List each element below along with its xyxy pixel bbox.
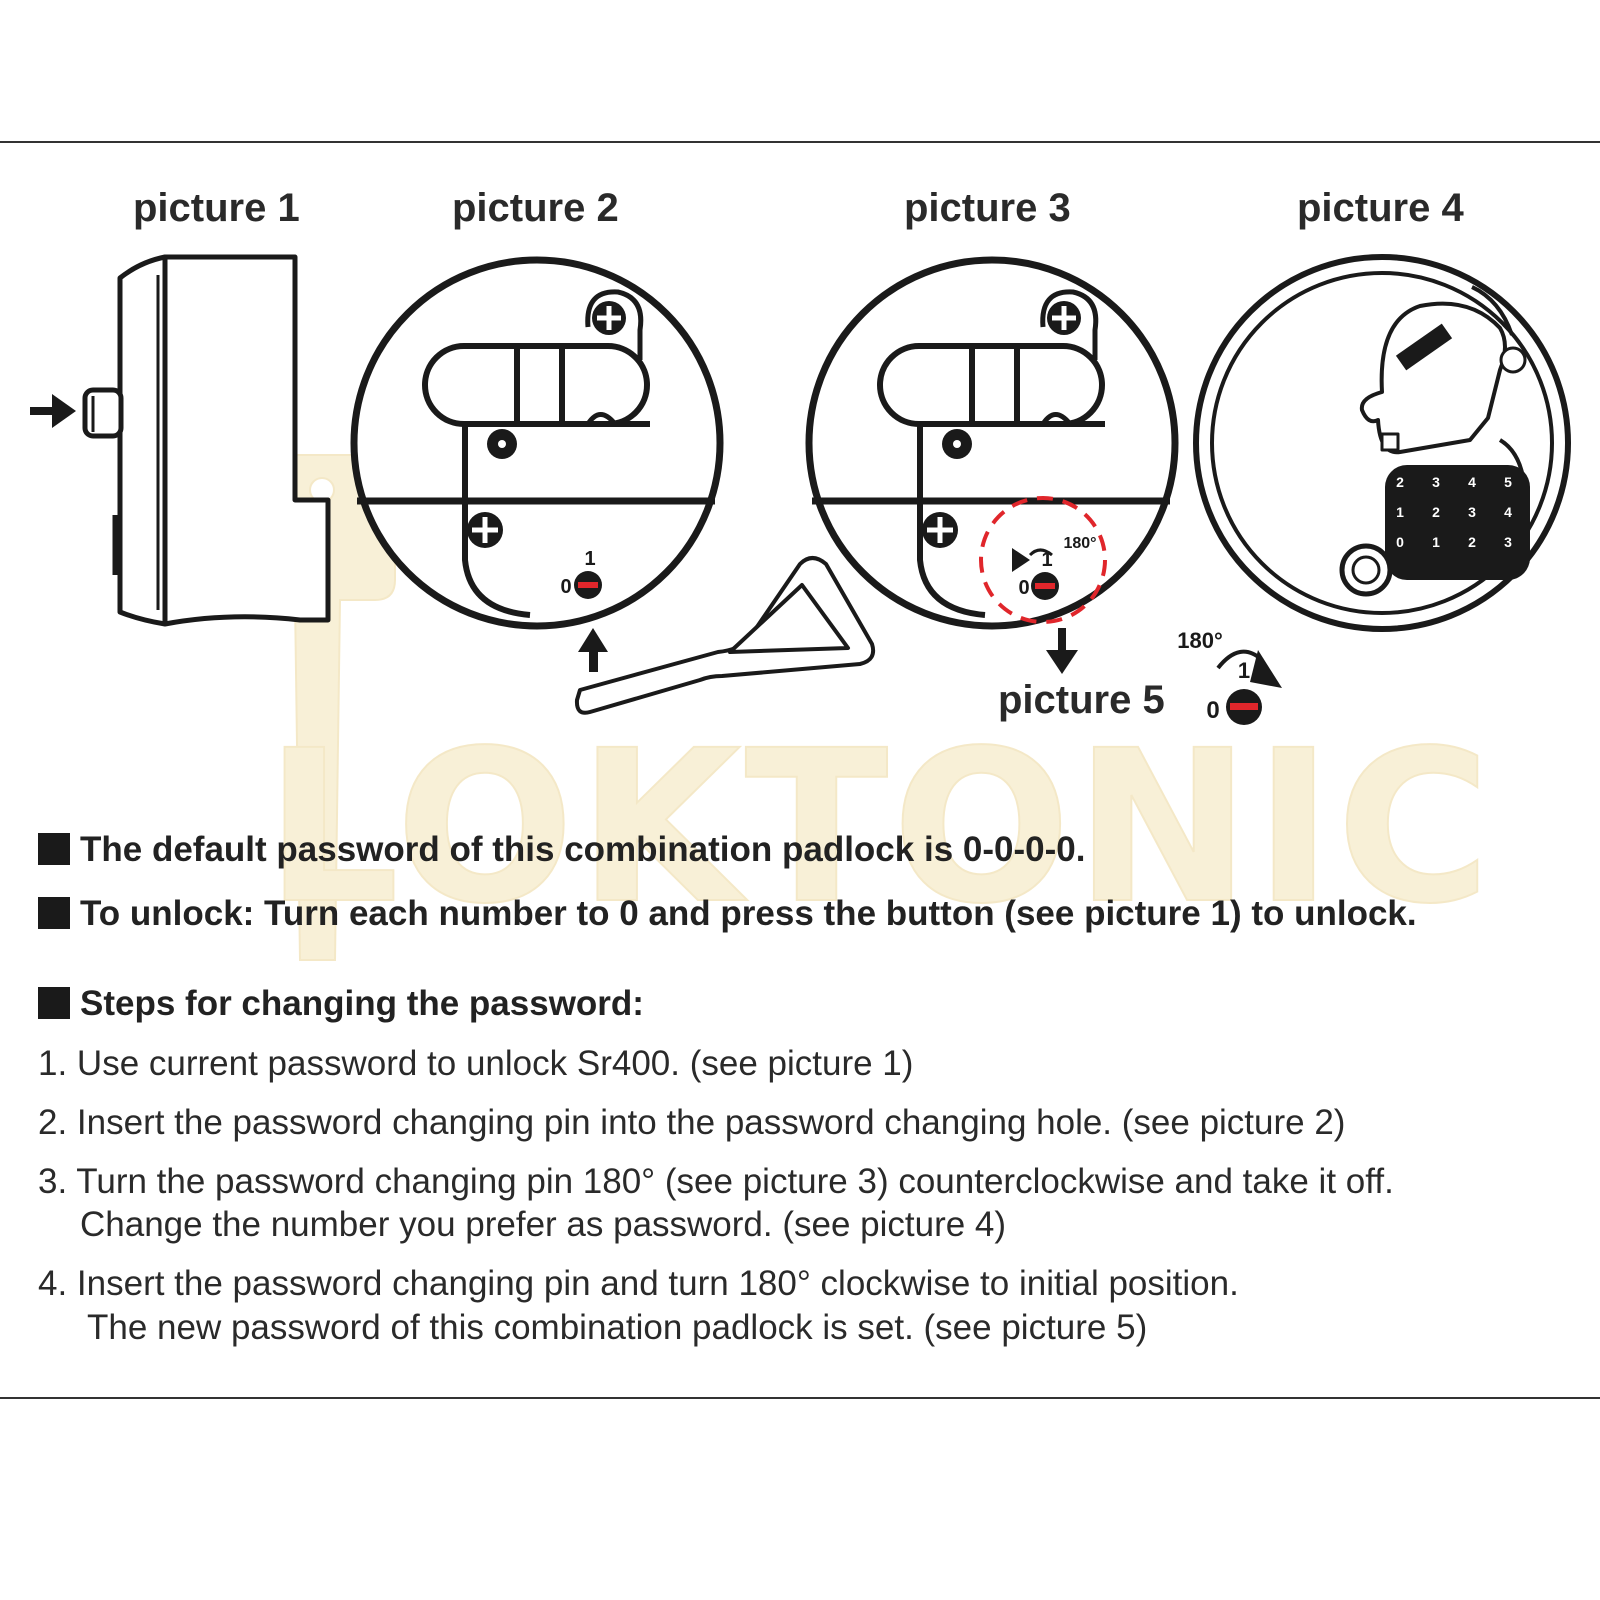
angle-label: 180° bbox=[1177, 628, 1223, 653]
angle-label: 180° bbox=[1063, 535, 1096, 552]
wheel-digit: 2 bbox=[1396, 474, 1404, 490]
dial-label-one: 1 bbox=[584, 548, 595, 570]
bullet-square-icon bbox=[38, 833, 70, 865]
insert-arrow-icon bbox=[578, 628, 608, 672]
wheel-digit: 2 bbox=[1432, 504, 1440, 520]
number-wheels: 2 3 4 5 1 2 3 4 0 1 2 3 bbox=[1385, 465, 1530, 580]
down-arrow-icon bbox=[1046, 628, 1078, 674]
password-changing-pin bbox=[574, 556, 876, 715]
step-item: 1. Use current password to unlock Sr400.… bbox=[38, 1044, 913, 1084]
step-4-continuation-text: The new password of this combination pad… bbox=[87, 1308, 1148, 1347]
highlight-circle bbox=[979, 496, 1107, 624]
bullet-square-icon bbox=[38, 897, 70, 929]
default-password-text: The default password of this combination… bbox=[80, 830, 1086, 869]
step-3-continuation-text: Change the number you prefer as password… bbox=[80, 1205, 1007, 1244]
wheel-digit: 3 bbox=[1504, 534, 1512, 550]
screw-icon bbox=[922, 512, 958, 548]
picture-2-lock-bottom: 1 0 bbox=[350, 256, 724, 672]
dial-label-zero: 0 bbox=[1018, 577, 1029, 599]
screw-icon bbox=[1047, 301, 1081, 335]
default-password-note: The default password of this combination… bbox=[38, 830, 1085, 870]
top-divider bbox=[0, 141, 1600, 143]
step-item-continuation: Change the number you prefer as password… bbox=[80, 1205, 1006, 1245]
wheel-digit: 3 bbox=[1468, 504, 1476, 520]
step-item: 4. Insert the password changing pin and … bbox=[38, 1264, 1239, 1304]
steps-heading-text: Steps for changing the password: bbox=[80, 984, 644, 1023]
unlock-note: To unlock: Turn each number to 0 and pre… bbox=[38, 894, 1417, 934]
wheel-digit: 1 bbox=[1432, 534, 1440, 550]
caption-picture-4: picture 4 bbox=[1297, 186, 1464, 230]
step-item: 2. Insert the password changing pin into… bbox=[38, 1103, 1345, 1143]
dial-label-zero: 0 bbox=[1206, 697, 1219, 724]
steps-heading: Steps for changing the password: bbox=[38, 984, 644, 1024]
picture-1-padlock-side bbox=[30, 254, 331, 627]
watermark-brand-text: LOKTONIC bbox=[265, 705, 1494, 950]
bottom-divider bbox=[0, 1397, 1600, 1399]
screw-icon bbox=[592, 301, 626, 335]
caption-picture-3: picture 3 bbox=[904, 186, 1071, 230]
picture-4-lock-interior: 2 3 4 5 1 2 3 4 0 1 2 3 bbox=[1193, 254, 1571, 632]
screw-icon bbox=[467, 512, 503, 548]
wheel-digit: 4 bbox=[1504, 504, 1512, 520]
dial-label-one: 1 bbox=[1238, 658, 1250, 683]
bullet-square-icon bbox=[38, 987, 70, 1019]
step-item-continuation: The new password of this combination pad… bbox=[87, 1308, 1147, 1348]
step-item: 3. Turn the password changing pin 180° (… bbox=[38, 1162, 1394, 1202]
step-1-text: 1. Use current password to unlock Sr400.… bbox=[38, 1044, 914, 1083]
caption-picture-1: picture 1 bbox=[133, 186, 300, 230]
step-2-text: 2. Insert the password changing pin into… bbox=[38, 1103, 1346, 1142]
wheel-digit: 3 bbox=[1432, 474, 1440, 490]
pin-hole-dial: 1 0 bbox=[560, 548, 602, 599]
unlock-text: To unlock: Turn each number to 0 and pre… bbox=[80, 894, 1417, 933]
step-3-text: 3. Turn the password changing pin 180° (… bbox=[38, 1162, 1394, 1201]
press-arrow-icon bbox=[30, 394, 76, 428]
rotation-dial: 1 0 180° bbox=[1012, 535, 1097, 600]
wheel-digit: 1 bbox=[1396, 504, 1404, 520]
caption-picture-5: picture 5 bbox=[998, 678, 1165, 722]
wheel-digit: 4 bbox=[1468, 474, 1476, 490]
dial-label-zero: 0 bbox=[560, 576, 571, 598]
wheel-digit: 0 bbox=[1396, 534, 1404, 550]
caption-picture-2: picture 2 bbox=[452, 186, 619, 230]
wheel-digit: 5 bbox=[1504, 474, 1512, 490]
picture-5-dial: 180° 1 0 bbox=[1177, 628, 1282, 725]
picture-3-lock-bottom: 1 0 180° bbox=[805, 256, 1179, 674]
wheel-digit: 2 bbox=[1468, 534, 1476, 550]
step-4-text: 4. Insert the password changing pin and … bbox=[38, 1264, 1239, 1303]
dial-label-one: 1 bbox=[1041, 549, 1052, 571]
